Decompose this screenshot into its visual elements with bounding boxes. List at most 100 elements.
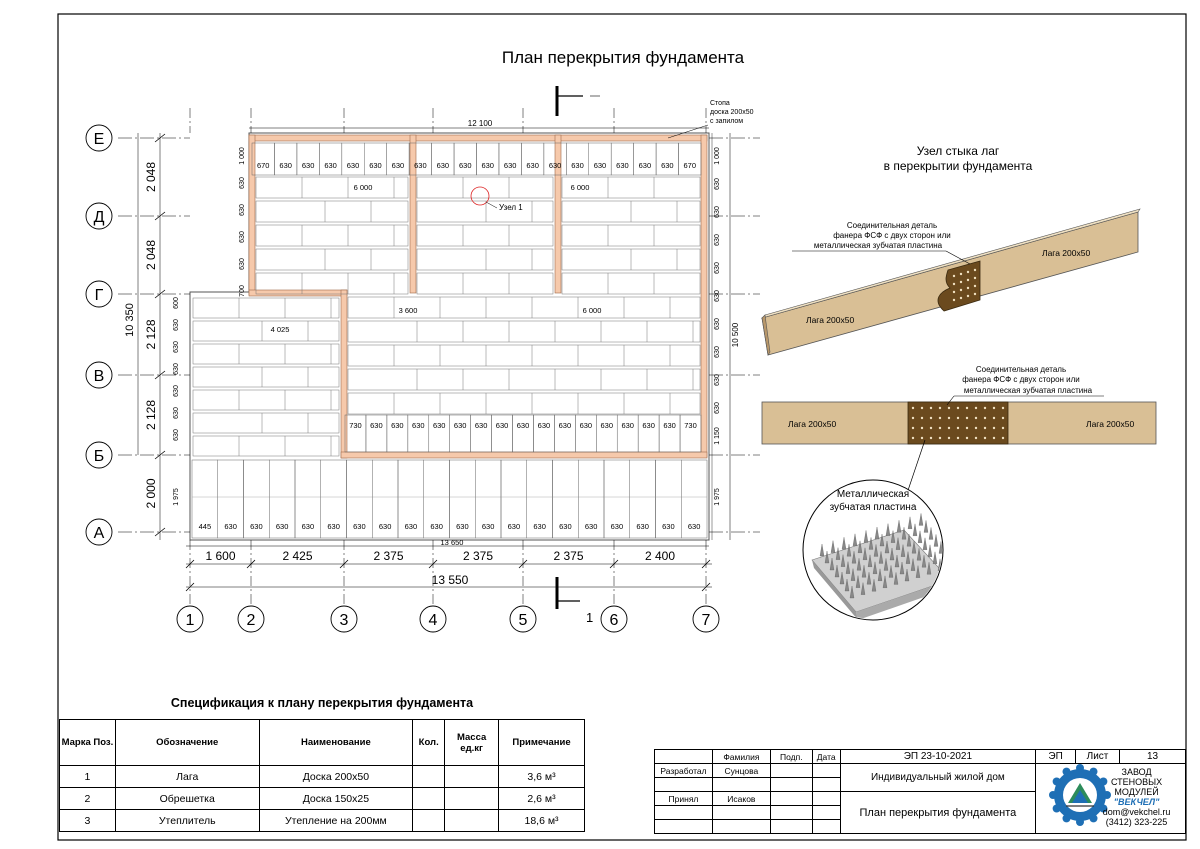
plate-tooth xyxy=(889,547,895,561)
spec-note: 3,6 м³ xyxy=(498,765,585,788)
col-axis-label: 7 xyxy=(702,612,711,629)
bottom-spacing-label: 630 xyxy=(276,522,289,531)
board-row xyxy=(347,392,701,415)
plate-hole xyxy=(973,292,977,296)
row-axis-label: В xyxy=(94,368,105,385)
row-axis-label: А xyxy=(94,525,105,542)
row-axis-label: Б xyxy=(94,448,105,465)
right-spacing-label: 630 xyxy=(714,402,721,414)
plate-hole xyxy=(992,416,996,420)
col-axis-circle xyxy=(330,605,358,633)
col-axis-label: 4 xyxy=(429,612,438,629)
col-axis-label: 5 xyxy=(519,612,528,629)
plate-hole xyxy=(952,274,956,278)
section-mark-bottom: 1 xyxy=(555,577,593,625)
length-label: 3 600 xyxy=(399,306,418,315)
spec-qty xyxy=(412,787,446,810)
top-spacing-label: 630 xyxy=(549,161,562,170)
length-label: 6 000 xyxy=(583,306,602,315)
top-spacing-label: 630 xyxy=(594,161,607,170)
plate-hole xyxy=(966,270,970,274)
bottom-spacing-label: 630 xyxy=(430,522,443,531)
top-spacing-label: 630 xyxy=(324,161,337,170)
plate-tooth xyxy=(882,575,888,588)
plate-tooth xyxy=(839,571,845,585)
plate-tooth xyxy=(906,534,912,547)
plate-tooth xyxy=(890,530,896,543)
beam-joint-flat: Лага 200х50 Лага 200х50 Соединительная д… xyxy=(761,365,1157,445)
spec-header-mass: Масса ед.кг xyxy=(444,719,500,766)
top-spacing-label: 630 xyxy=(437,161,450,170)
plate-tooth xyxy=(863,530,869,543)
top-spacing-label: 630 xyxy=(279,161,292,170)
joist-top xyxy=(248,134,708,142)
plate-tooth xyxy=(846,544,852,557)
stamp-h-date: Дата xyxy=(811,749,841,764)
toothed-plate-illustration: Металлическая зубчатая пластина xyxy=(802,479,944,621)
dim-tick xyxy=(154,289,166,299)
stamp-role-developer: Разработал xyxy=(654,763,713,778)
bottom-spacing-label: 630 xyxy=(585,522,598,531)
plate-hole xyxy=(1001,416,1005,420)
dim-tick xyxy=(185,582,195,592)
joist-mid-left xyxy=(248,289,348,297)
beam-joint-3d: Лага 200х50 Лага 200х50 Соединительная д… xyxy=(760,208,1141,356)
top-spacing-label: 630 xyxy=(616,161,629,170)
dim-tick xyxy=(246,559,256,569)
plate-tooth xyxy=(911,541,917,554)
dim-tick xyxy=(154,450,166,460)
callout-3d-line2: фанера ФСФ с двух сторон или xyxy=(833,231,951,240)
plate-tooth xyxy=(922,537,928,550)
row-axis-circle xyxy=(85,280,113,308)
left-spacing-label: 600 xyxy=(173,297,180,309)
mid-spacing-label: 630 xyxy=(496,421,509,430)
mid-spacing-label: 630 xyxy=(580,421,593,430)
dim-tick xyxy=(339,559,349,569)
spec-name: Доска 200х50 xyxy=(258,765,414,788)
bottom-spacing-label: 630 xyxy=(688,522,701,531)
row-axis-circle xyxy=(85,124,113,152)
mid-spacing-label: 630 xyxy=(663,421,676,430)
plate-label-line1: Металлическая xyxy=(837,489,909,500)
column-note-line: доска 200х50 xyxy=(710,109,754,116)
board-row xyxy=(416,224,554,247)
bottom-spacing-label: 630 xyxy=(302,522,315,531)
col-dim-label: 1 600 xyxy=(205,549,235,563)
beam-right-label-3d: Лага 200х50 xyxy=(1042,248,1090,258)
dim-right-total: 10 500 xyxy=(731,322,740,347)
spec-pos: 3 xyxy=(59,809,116,832)
node-leader xyxy=(485,201,498,209)
detail-title-line1: Узел стыка лаг xyxy=(917,144,1000,158)
plate-tooth xyxy=(927,544,933,557)
mid-spacing-label: 630 xyxy=(412,421,425,430)
detail-title-line2: в перекрытии фундамента xyxy=(884,159,1033,173)
spec-designation: Лага xyxy=(114,765,260,788)
spec-qty xyxy=(412,765,446,788)
spec-header-name: Наименование xyxy=(258,719,414,766)
plate-hole xyxy=(956,416,960,420)
spec-pos: 1 xyxy=(59,765,116,788)
plate-tooth xyxy=(893,572,899,585)
right-spacing-label: 630 xyxy=(714,346,721,358)
plate-hole xyxy=(956,436,960,440)
plate-tooth xyxy=(915,565,921,578)
company-brand: "ВЕКЧЕЛ" xyxy=(1113,797,1160,807)
top-spacing-label: 630 xyxy=(504,161,517,170)
dim-tick xyxy=(701,582,711,592)
bottom-spacing-label: 630 xyxy=(327,522,340,531)
top-spacing-label: 630 xyxy=(347,161,360,170)
plate-tooth xyxy=(872,561,878,574)
plate-hole xyxy=(929,416,933,420)
plate-hole xyxy=(983,416,987,420)
bottom-spacing-label: 630 xyxy=(405,522,418,531)
plate-tooth xyxy=(907,516,913,529)
plate-hole xyxy=(947,416,951,420)
board-row xyxy=(255,176,409,199)
plate-hole xyxy=(992,426,996,430)
joist-right xyxy=(700,134,708,458)
column-note-line: Стопа xyxy=(710,100,730,107)
dim-left-total: 10 350 xyxy=(124,303,136,337)
board-row xyxy=(347,296,701,319)
